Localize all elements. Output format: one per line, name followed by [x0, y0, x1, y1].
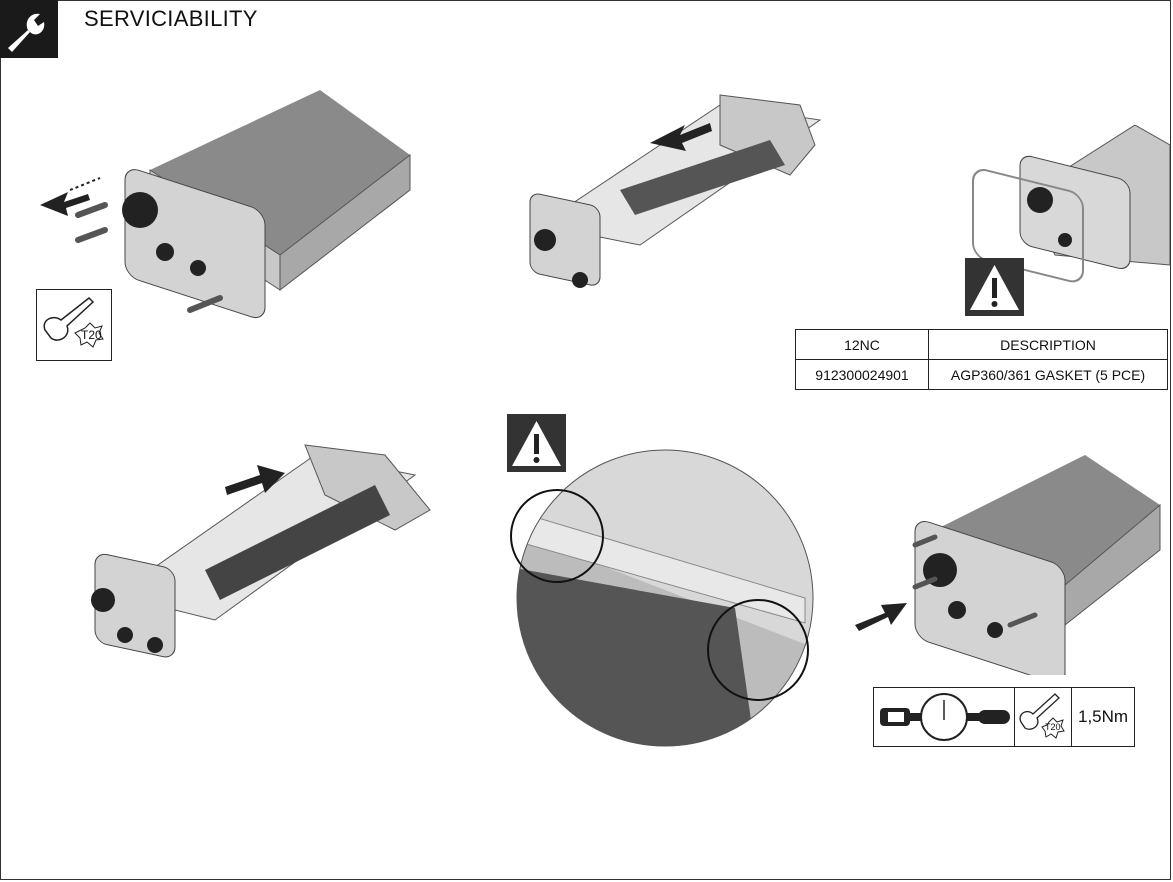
t20-label: T20 — [81, 328, 102, 342]
torque-wrench-icon — [880, 693, 1010, 741]
warning-sign — [965, 258, 1024, 316]
t20-label: T20 — [1045, 722, 1061, 732]
column-header-description: DESCRIPTION — [928, 329, 1168, 360]
table-header-row: 12NC DESCRIPTION — [795, 329, 1168, 360]
warning-icon — [970, 265, 1019, 310]
part-number-cell: 912300024901 — [795, 359, 929, 390]
torque-wrench-cell — [874, 688, 1015, 746]
screwdriver-icon — [43, 296, 104, 348]
step-2-illustration — [529, 94, 822, 288]
table-row: 912300024901 AGP360/361 GASKET (5 PCE) — [795, 359, 1168, 390]
warning-icon — [512, 421, 561, 466]
step-1-illustration — [40, 90, 411, 319]
screwdriver-icon — [1019, 693, 1065, 739]
t20-driver-cell: T20 — [1015, 688, 1072, 746]
wrench-icon — [8, 13, 45, 52]
torque-value-cell: 1,5Nm — [1072, 688, 1134, 746]
t20-tool-box: T20 — [36, 289, 112, 361]
step-3-illustration — [972, 125, 1170, 283]
detail-magnification — [510, 449, 814, 747]
parts-table: 12NC DESCRIPTION 912300024901 AGP360/361… — [795, 329, 1168, 390]
part-description-cell: AGP360/361 GASKET (5 PCE) — [928, 359, 1168, 390]
column-header-12nc: 12NC — [795, 329, 929, 360]
step-6-illustration — [855, 455, 1161, 675]
wrench-logo — [0, 0, 58, 58]
torque-spec-box: T20 1,5Nm — [873, 687, 1136, 747]
warning-sign — [507, 414, 566, 472]
page-title: SERVICIABILITY — [84, 6, 258, 31]
torque-value: 1,5Nm — [1078, 707, 1129, 726]
step-4-illustration — [91, 444, 431, 658]
